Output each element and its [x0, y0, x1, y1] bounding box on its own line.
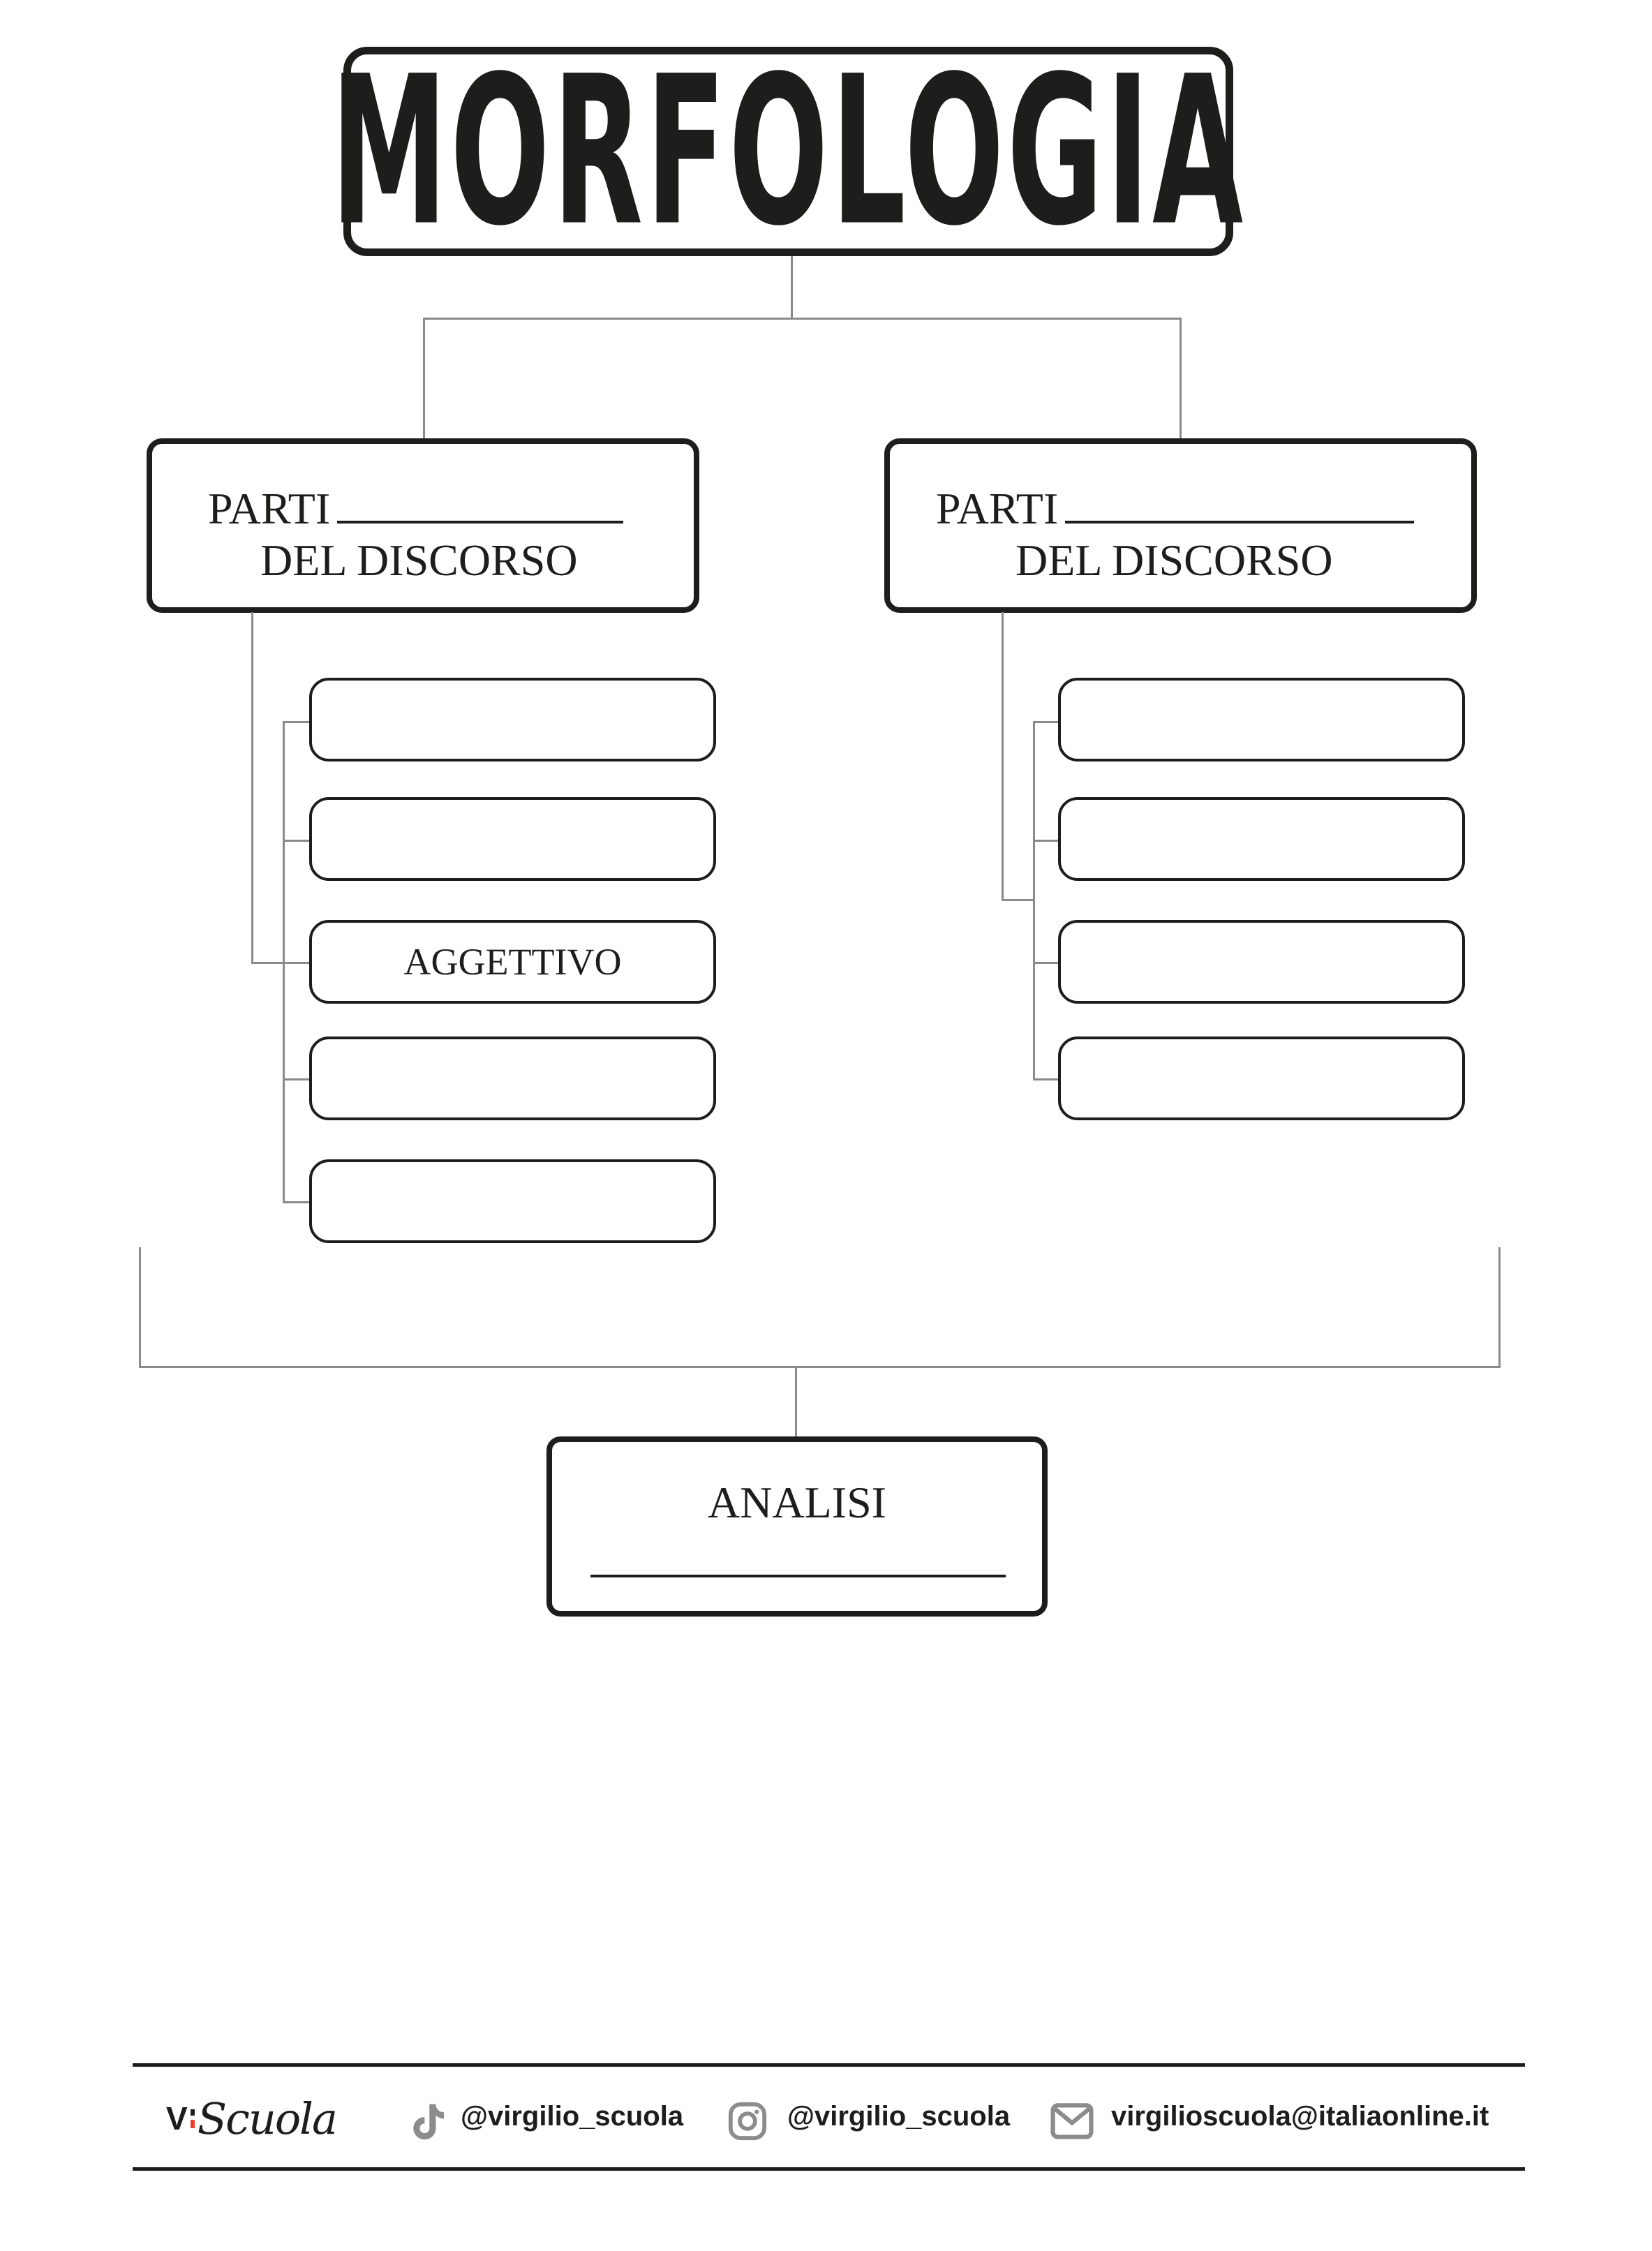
connector	[423, 318, 425, 440]
email-address[interactable]: virgilioscuola@italiaonline.it	[1111, 2101, 1489, 2132]
answer-box[interactable]	[1058, 1037, 1465, 1120]
connector	[1002, 612, 1004, 900]
connector	[139, 1247, 141, 1368]
connector	[251, 962, 311, 964]
answer-box[interactable]: AGGETTIVO	[309, 920, 716, 1004]
footer-divider	[133, 2167, 1525, 2171]
answer-text: AGGETTIVO	[403, 941, 622, 983]
connector	[795, 1366, 797, 1437]
category-label: PARTI	[208, 484, 331, 533]
connector	[1002, 899, 1035, 901]
tiktok-icon	[408, 2101, 447, 2146]
connector	[283, 1078, 311, 1080]
category-label: DEL DISCORSO	[1015, 535, 1333, 585]
instagram-icon	[727, 2100, 768, 2146]
left-category-box: PARTI DEL DISCORSO	[147, 438, 699, 613]
connector	[1033, 962, 1059, 964]
connector	[1498, 1247, 1501, 1368]
connector	[423, 318, 1182, 320]
fill-in-blank[interactable]	[590, 1575, 1006, 1577]
category-label: PARTI	[936, 484, 1059, 533]
title-box: MORFOLOGIA	[331, 32, 1243, 272]
right-category-box: PARTI DEL DISCORSO	[884, 438, 1477, 613]
connector	[139, 1366, 1501, 1368]
answer-box[interactable]	[309, 797, 716, 881]
answer-box[interactable]	[309, 1159, 716, 1243]
email-icon	[1050, 2102, 1094, 2144]
fill-in-blank[interactable]	[1065, 479, 1415, 523]
connector	[1033, 840, 1059, 842]
answer-box[interactable]	[309, 678, 716, 762]
connector	[1033, 721, 1059, 723]
connector	[791, 256, 793, 318]
answer-box[interactable]	[1058, 678, 1465, 762]
connector	[251, 612, 253, 963]
tiktok-handle[interactable]: @virgilio_scuola	[461, 2101, 684, 2132]
connector	[283, 840, 311, 842]
connector	[1033, 1078, 1059, 1080]
connector	[283, 721, 285, 1203]
category-label: DEL DISCORSO	[260, 535, 578, 585]
answer-box[interactable]	[1058, 920, 1465, 1004]
connector	[1033, 721, 1035, 1080]
analysis-label: ANALISI	[708, 1478, 886, 1527]
fill-in-blank[interactable]	[337, 479, 624, 523]
connector	[283, 721, 311, 723]
connector	[1180, 318, 1182, 440]
instagram-handle[interactable]: @virgilio_scuola	[787, 2101, 1011, 2132]
analysis-box: ANALISI	[546, 1436, 1048, 1617]
connector	[283, 1201, 311, 1203]
answer-box[interactable]	[1058, 797, 1465, 881]
footer-divider	[133, 2063, 1525, 2067]
answer-box[interactable]	[309, 1037, 716, 1120]
page-title: MORFOLOGIA	[330, 31, 1247, 272]
